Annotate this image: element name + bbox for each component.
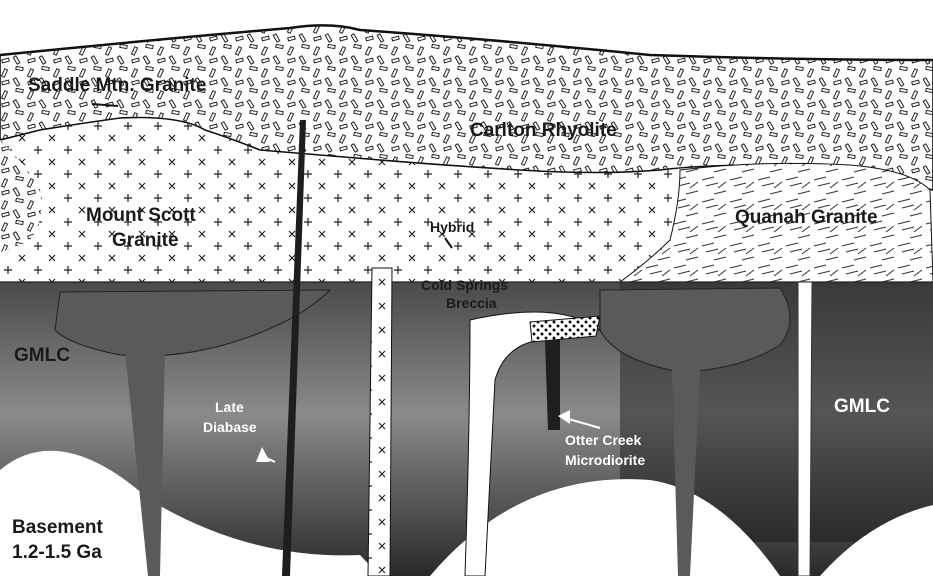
label-late-diabase-line2: Diabase [203,420,257,436]
label-roosevelt-right-line2: Gabbro [640,316,700,335]
granite-dike-right [798,282,812,576]
label-roosevelt-left-line1: Roosevelt [104,300,185,319]
label-carlton-rhyolite: Carlton Rhyolite [470,120,617,141]
label-roosevelt-right-line1: Roosevelt [636,293,717,312]
label-mount-scott-line1: Mount Scott [86,205,196,226]
label-saddle-mtn-granite: Saddle Mtn. Granite [28,75,206,96]
label-late-diabase-line1: Late [215,400,244,416]
label-gmlc-right: GMLC [834,396,890,417]
label-otter-creek-line1: Otter Creek [565,433,641,449]
label-cold-springs-line2: Breccia [446,296,497,312]
label-basement-line2: 1.2-1.5 Ga [12,542,102,563]
label-hybrid: Hybrid [430,220,474,236]
label-cold-springs-line1: Cold Springs [421,278,508,294]
label-basement-line1: Basement [12,517,103,538]
granite-dike-center [368,268,392,576]
label-roosevelt-left-line2: Gabbro [124,322,184,341]
label-gmlc-left: GMLC [14,345,70,366]
label-otter-creek-line2: Microdiorite [565,453,645,469]
label-mount-scott-line2: Granite [112,230,179,251]
label-quanah-granite: Quanah Granite [735,207,878,228]
